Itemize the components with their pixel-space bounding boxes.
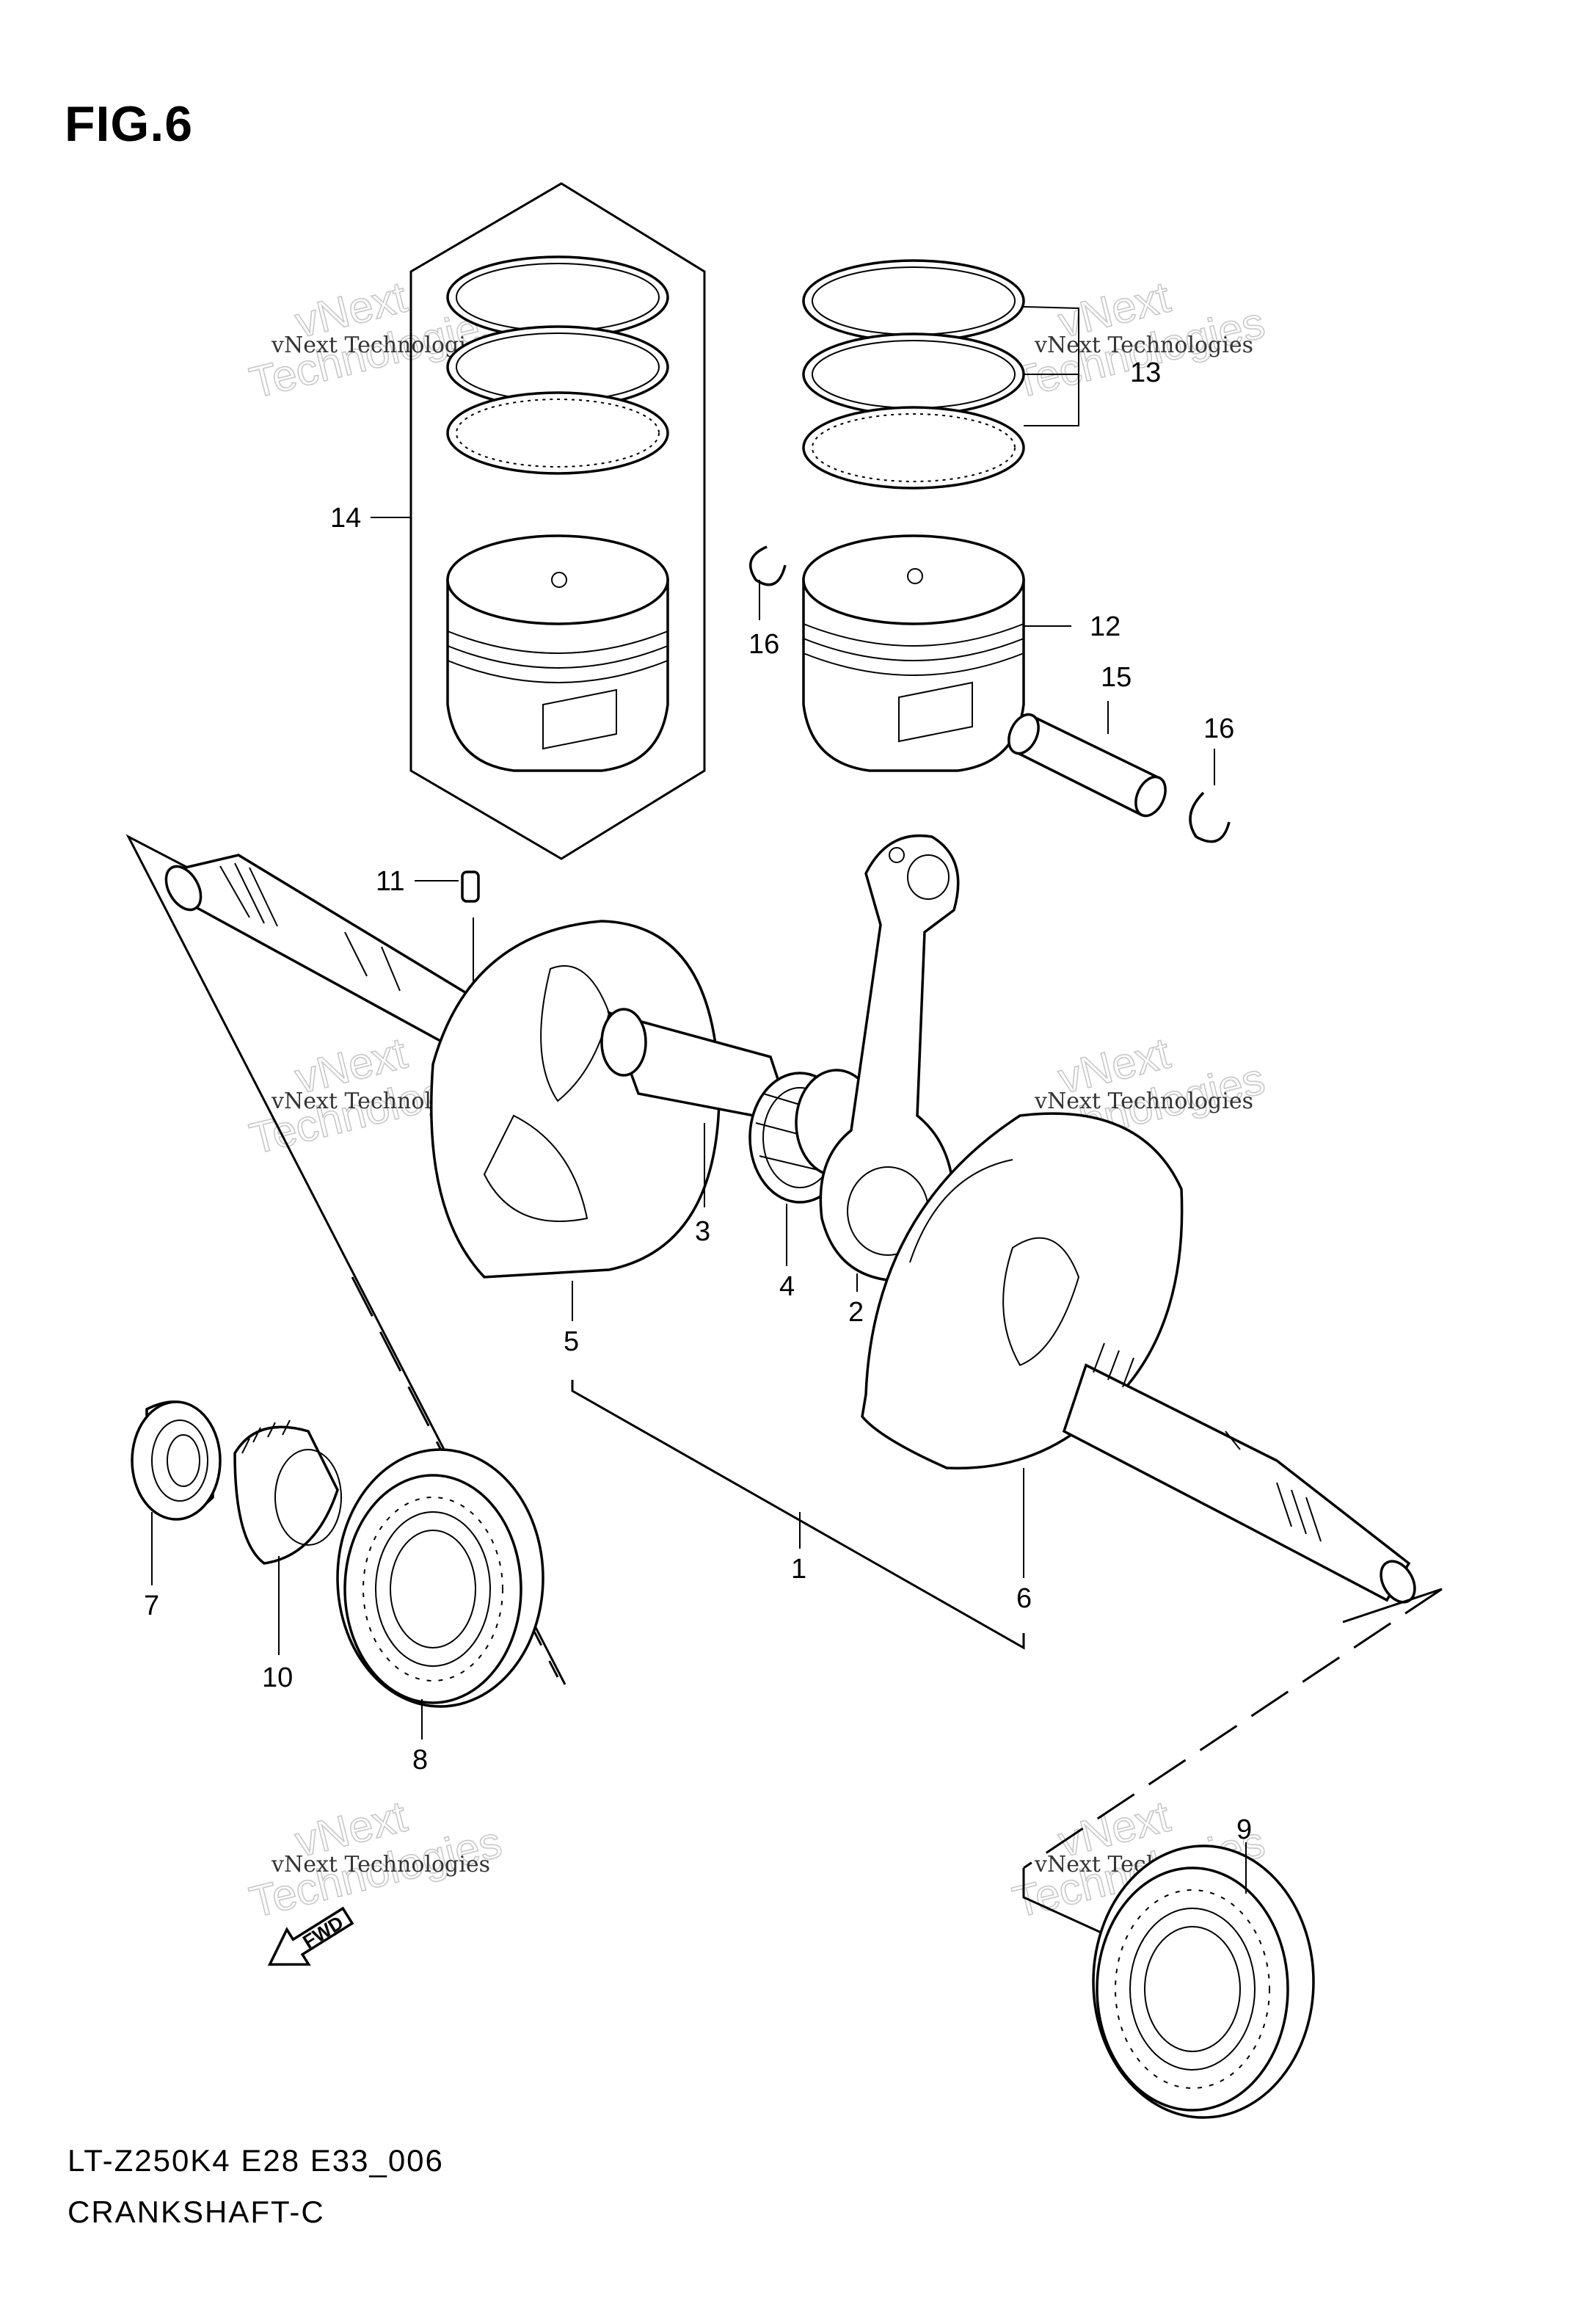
callout-5: 5 [564, 1326, 579, 1357]
figure-title: FIG.6 [65, 96, 194, 152]
callout-3: 3 [695, 1216, 710, 1247]
piston-set-group-outline [409, 182, 706, 860]
model-code: LT-Z250K4 E28 E33_006 [68, 2143, 444, 2178]
right-crank-dashed-line [1023, 1588, 1443, 1869]
right-crank-outline [1342, 1588, 1443, 1624]
diagram-name: CRANKSHAFT-C [68, 2195, 325, 2229]
callout-16-right: 16 [1203, 713, 1234, 744]
leader-lines [151, 517, 1247, 1894]
bearing-7 [131, 1400, 222, 1521]
callout-1: 1 [791, 1554, 806, 1585]
callout-13: 13 [1130, 357, 1161, 388]
dowel-pin [461, 870, 480, 903]
circlip-left [749, 545, 787, 586]
callout-12: 12 [1090, 611, 1121, 642]
callout-6: 6 [1016, 1583, 1032, 1614]
bearing-9-bracket [1022, 1868, 1105, 1935]
bearing-9 [1092, 1844, 1315, 2119]
crank-assembly-bracket [571, 1380, 1025, 1650]
watermark-small: vNext Technologies [271, 1852, 490, 1877]
circlip-right [1189, 791, 1231, 843]
callout-4: 4 [779, 1271, 795, 1302]
callout-2: 2 [848, 1297, 864, 1328]
callouts: 14 13 12 16 15 16 11 3 4 2 5 1 6 7 10 8 … [144, 357, 1252, 1845]
crank-web-left [430, 920, 721, 1279]
crankshaft-right-shaft [1062, 1342, 1416, 1604]
piston-left [446, 534, 669, 772]
watermark-small: vNext Technologies [1034, 1088, 1253, 1114]
crank-pin [600, 1008, 795, 1125]
piston-right [802, 534, 1025, 772]
piston-pin [1007, 713, 1167, 818]
piston-ring-set-left [446, 255, 669, 475]
callout-15: 15 [1101, 662, 1132, 693]
gear-10 [233, 1419, 342, 1565]
callout-16-left: 16 [748, 629, 779, 660]
bearing-8 [336, 1448, 544, 1708]
callout-8: 8 [412, 1745, 428, 1775]
callout-11: 11 [376, 866, 404, 897]
watermark-small: vNext Technologies [1034, 332, 1253, 358]
callout-10: 10 [262, 1662, 293, 1693]
callout-14: 14 [330, 503, 361, 534]
piston-ring-set-right [802, 259, 1079, 490]
callout-7: 7 [144, 1591, 159, 1621]
callout-9: 9 [1236, 1814, 1252, 1845]
